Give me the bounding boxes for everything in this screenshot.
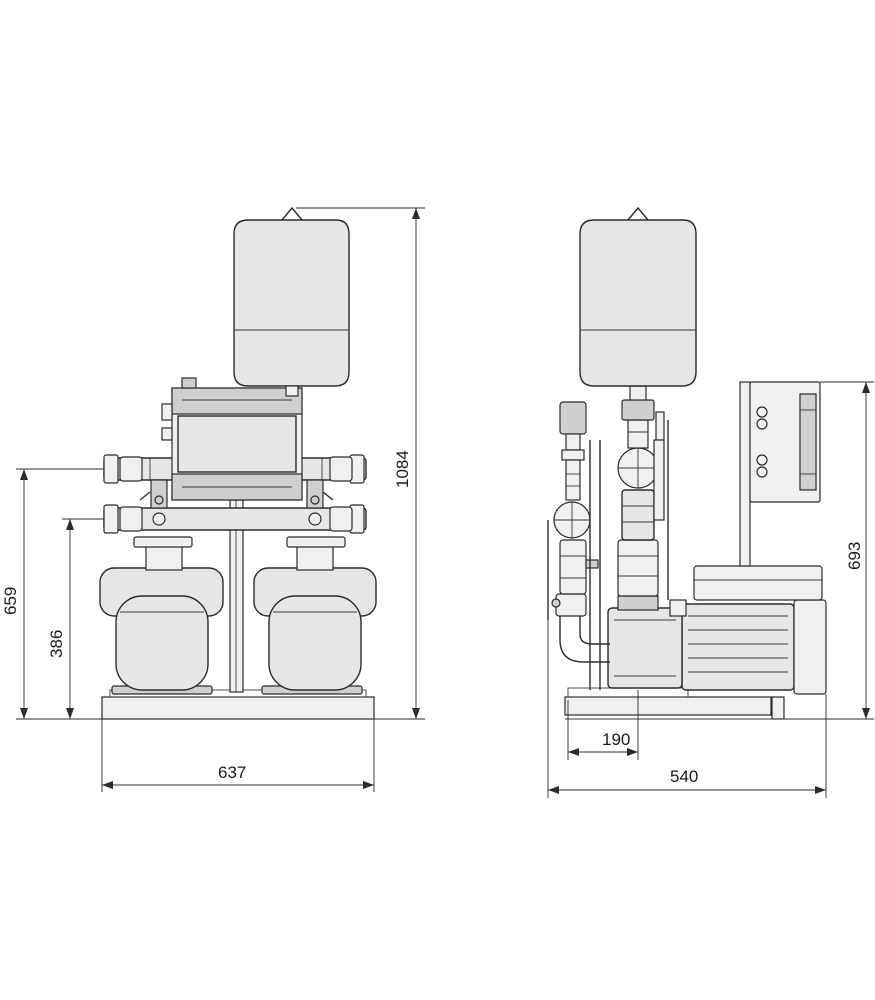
front-inlet-height-label: 659 — [1, 587, 20, 615]
front-pressure-tank — [233, 206, 350, 397]
side-height-label: 693 — [845, 542, 864, 570]
front-dim-width: 637 — [101, 719, 375, 792]
front-total-height-label: 1084 — [393, 450, 412, 488]
side-base-frame — [564, 696, 772, 716]
front-dim-inlet-height: 659 — [1, 468, 104, 720]
front-valve-right — [306, 479, 334, 526]
side-view: 693 190 540 — [547, 206, 874, 798]
front-dim-outlet-height: 386 — [47, 518, 104, 719]
front-lower-manifold — [103, 504, 367, 534]
side-base-plate — [567, 687, 689, 698]
front-dim-total-height: 1084 — [296, 207, 425, 720]
side-control-cabinet — [739, 381, 821, 567]
side-suction-valve — [553, 501, 599, 595]
front-valve-left — [139, 479, 168, 526]
front-control-box — [161, 377, 303, 501]
side-discharge-column — [617, 385, 669, 600]
front-pump-right — [253, 536, 377, 695]
side-pressure-tank — [579, 206, 697, 387]
side-depth-label: 540 — [670, 767, 698, 786]
side-base-foot — [771, 696, 785, 720]
side-motor — [681, 565, 827, 695]
side-dim-offset: 190 — [567, 690, 639, 760]
side-pressure-switch — [559, 401, 587, 501]
front-pump-left — [99, 536, 224, 695]
front-outlet-height-label: 386 — [47, 630, 66, 658]
side-dim-depth: 540 — [547, 620, 827, 798]
side-pump-head — [607, 595, 687, 689]
side-suction-elbow — [551, 593, 610, 663]
front-width-label: 637 — [218, 763, 246, 782]
front-base-frame — [101, 696, 375, 720]
front-view: 1084 659 386 637 — [1, 206, 425, 792]
side-dim-height: 693 — [784, 381, 874, 720]
side-offset-label: 190 — [602, 730, 630, 749]
